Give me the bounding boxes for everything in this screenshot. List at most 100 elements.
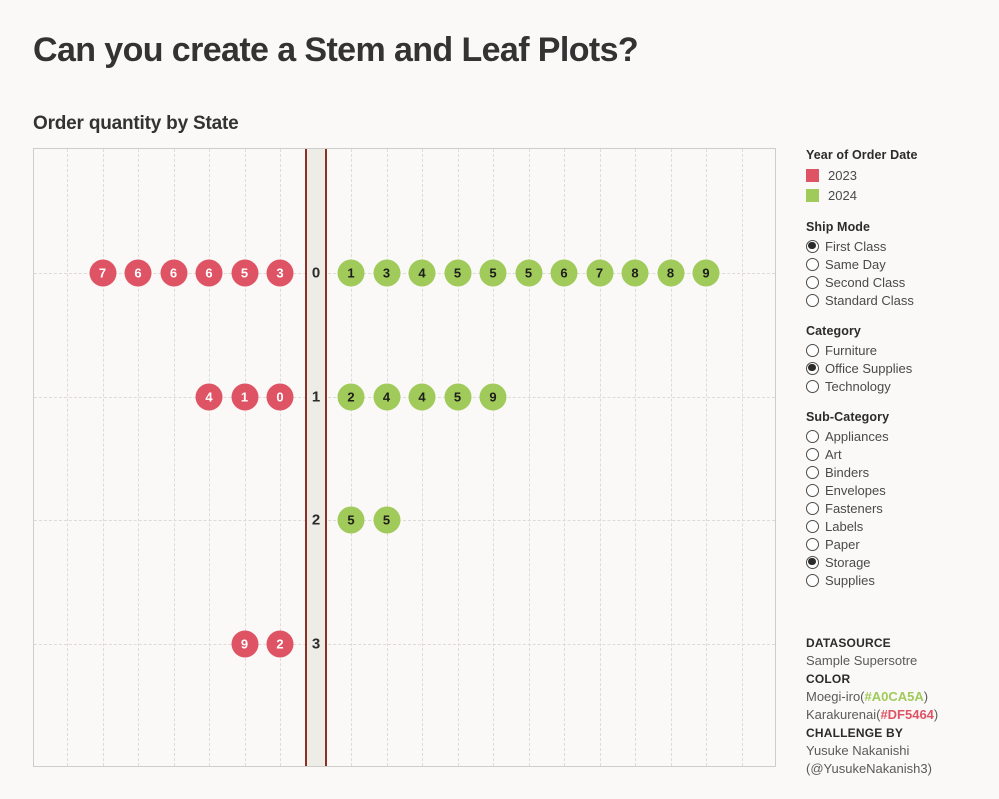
- sub-category-option[interactable]: Art: [806, 445, 996, 463]
- datasource-value: Sample Supersotre: [806, 653, 918, 668]
- ship-mode-option[interactable]: First Class: [806, 237, 996, 255]
- datasource-heading: DATASOURCE: [806, 636, 891, 650]
- vertical-gridline: [635, 149, 636, 766]
- radio-button-icon[interactable]: [806, 447, 819, 461]
- color-swatch: [806, 168, 819, 182]
- ship-mode-option[interactable]: Second Class: [806, 273, 996, 291]
- sub-category-option[interactable]: Storage: [806, 553, 996, 571]
- sub-category-option[interactable]: Envelopes: [806, 481, 996, 499]
- challenge-author-name: Yusuke Nakanishi: [806, 743, 910, 758]
- radio-button-icon[interactable]: [806, 519, 819, 533]
- ship-mode-option[interactable]: Standard Class: [806, 291, 996, 309]
- sub-category-option[interactable]: Binders: [806, 463, 996, 481]
- ship-mode-option[interactable]: Same Day: [806, 255, 996, 273]
- sub-category-option[interactable]: Supplies: [806, 571, 996, 589]
- leaf-marker-2023: 0: [266, 383, 294, 411]
- ship-mode-label: Second Class: [825, 274, 906, 290]
- stem-label: 1: [311, 388, 321, 406]
- vertical-gridline: [493, 149, 494, 766]
- category-label: Technology: [825, 378, 891, 394]
- radio-button-icon[interactable]: [806, 379, 819, 393]
- sub-category-option[interactable]: Fasteners: [806, 499, 996, 517]
- legend-year-of-order-date: Year of Order Date 2023 2024: [806, 148, 996, 205]
- leaf-marker-2023: 5: [231, 259, 258, 287]
- radio-button-icon[interactable]: [806, 555, 819, 569]
- radio-button-icon[interactable]: [806, 293, 819, 307]
- vertical-gridline: [670, 149, 672, 766]
- vertical-gridline: [102, 149, 104, 766]
- leaf-marker-2024: 3: [373, 259, 400, 287]
- leaf-marker-2024: 6: [550, 259, 578, 287]
- legend-year-item[interactable]: 2024: [806, 185, 996, 205]
- sub-category-option[interactable]: Labels: [806, 517, 996, 535]
- radio-button-icon[interactable]: [806, 501, 819, 515]
- leaf-marker-2023: 4: [195, 383, 223, 411]
- legend-year-item[interactable]: 2023: [806, 165, 996, 185]
- horizontal-gridline: [34, 397, 775, 398]
- sub-category-label: Appliances: [825, 428, 889, 444]
- vertical-gridline: [173, 149, 175, 766]
- stem-label: 0: [311, 264, 321, 282]
- leaf-marker-2024: 8: [621, 259, 649, 287]
- horizontal-gridline: [34, 644, 775, 645]
- legend-year-heading: Year of Order Date: [806, 148, 918, 162]
- radio-button-icon[interactable]: [806, 343, 819, 357]
- radio-button-icon[interactable]: [806, 257, 819, 271]
- sub-category-option[interactable]: Paper: [806, 535, 996, 553]
- color-moegi-iro-name: Moegi-iro(: [806, 689, 865, 704]
- radio-button-icon[interactable]: [806, 483, 819, 497]
- color-moegi-iro: Moegi-iro(#A0CA5A): [806, 688, 999, 706]
- radio-button-icon[interactable]: [806, 361, 819, 375]
- leaf-marker-2023: 2: [266, 630, 294, 658]
- leaf-marker-2024: 7: [586, 259, 613, 287]
- radio-button-icon[interactable]: [806, 465, 819, 479]
- radio-button-icon[interactable]: [806, 573, 819, 587]
- challenge-by-heading: CHALLENGE BY: [806, 726, 904, 740]
- vertical-gridline: [244, 149, 246, 766]
- radio-button-icon[interactable]: [806, 537, 819, 551]
- sub-category-option[interactable]: Appliances: [806, 427, 996, 445]
- vertical-gridline: [741, 149, 743, 766]
- ship-mode-label: Standard Class: [825, 292, 914, 308]
- vertical-gridline: [706, 149, 707, 766]
- radio-button-icon[interactable]: [806, 275, 819, 289]
- vertical-gridline: [457, 149, 459, 766]
- chart-subtitle: Order quantity by State: [33, 113, 239, 134]
- category-label: Office Supplies: [825, 360, 913, 376]
- color-karakurenai-close: ): [933, 707, 939, 722]
- category-option[interactable]: Technology: [806, 377, 996, 395]
- category-option[interactable]: Office Supplies: [806, 359, 996, 377]
- vertical-gridline: [138, 149, 139, 766]
- legend-sidebar: Year of Order Date 2023 2024 Ship Mode Fi…: [806, 148, 996, 604]
- category-option[interactable]: Furniture: [806, 341, 996, 359]
- sub-category-label: Binders: [825, 464, 870, 480]
- leaf-marker-2024: 5: [479, 259, 507, 287]
- color-heading: COLOR: [806, 672, 851, 686]
- color-karakurenai: Karakurenai(#DF5464): [806, 706, 999, 724]
- leaf-marker-2024: 1: [337, 259, 365, 287]
- vertical-gridline: [528, 149, 530, 766]
- vertical-gridline: [209, 149, 210, 766]
- leaf-marker-2024: 5: [373, 506, 400, 534]
- radio-button-icon[interactable]: [806, 239, 819, 253]
- leaf-marker-2024: 4: [408, 259, 436, 287]
- stem-label: 3: [311, 635, 321, 653]
- leaf-marker-2023: 7: [89, 259, 116, 287]
- color-karakurenai-name: Karakurenai(: [806, 707, 881, 722]
- sub-category-label: Storage: [825, 554, 871, 570]
- sub-category-label: Fasteners: [825, 500, 883, 516]
- ship-mode-label: First Class: [825, 238, 887, 254]
- leaf-marker-2024: 4: [373, 383, 400, 411]
- radio-button-icon[interactable]: [806, 429, 819, 443]
- sub-category-label: Art: [825, 446, 842, 462]
- legend-year-label: 2024: [828, 187, 857, 203]
- vertical-gridline: [67, 149, 68, 766]
- credits-block: DATASOURCE Sample Supersotre COLOR Moegi…: [806, 634, 999, 778]
- leaf-marker-2024: 9: [692, 259, 720, 287]
- vertical-gridline: [422, 149, 423, 766]
